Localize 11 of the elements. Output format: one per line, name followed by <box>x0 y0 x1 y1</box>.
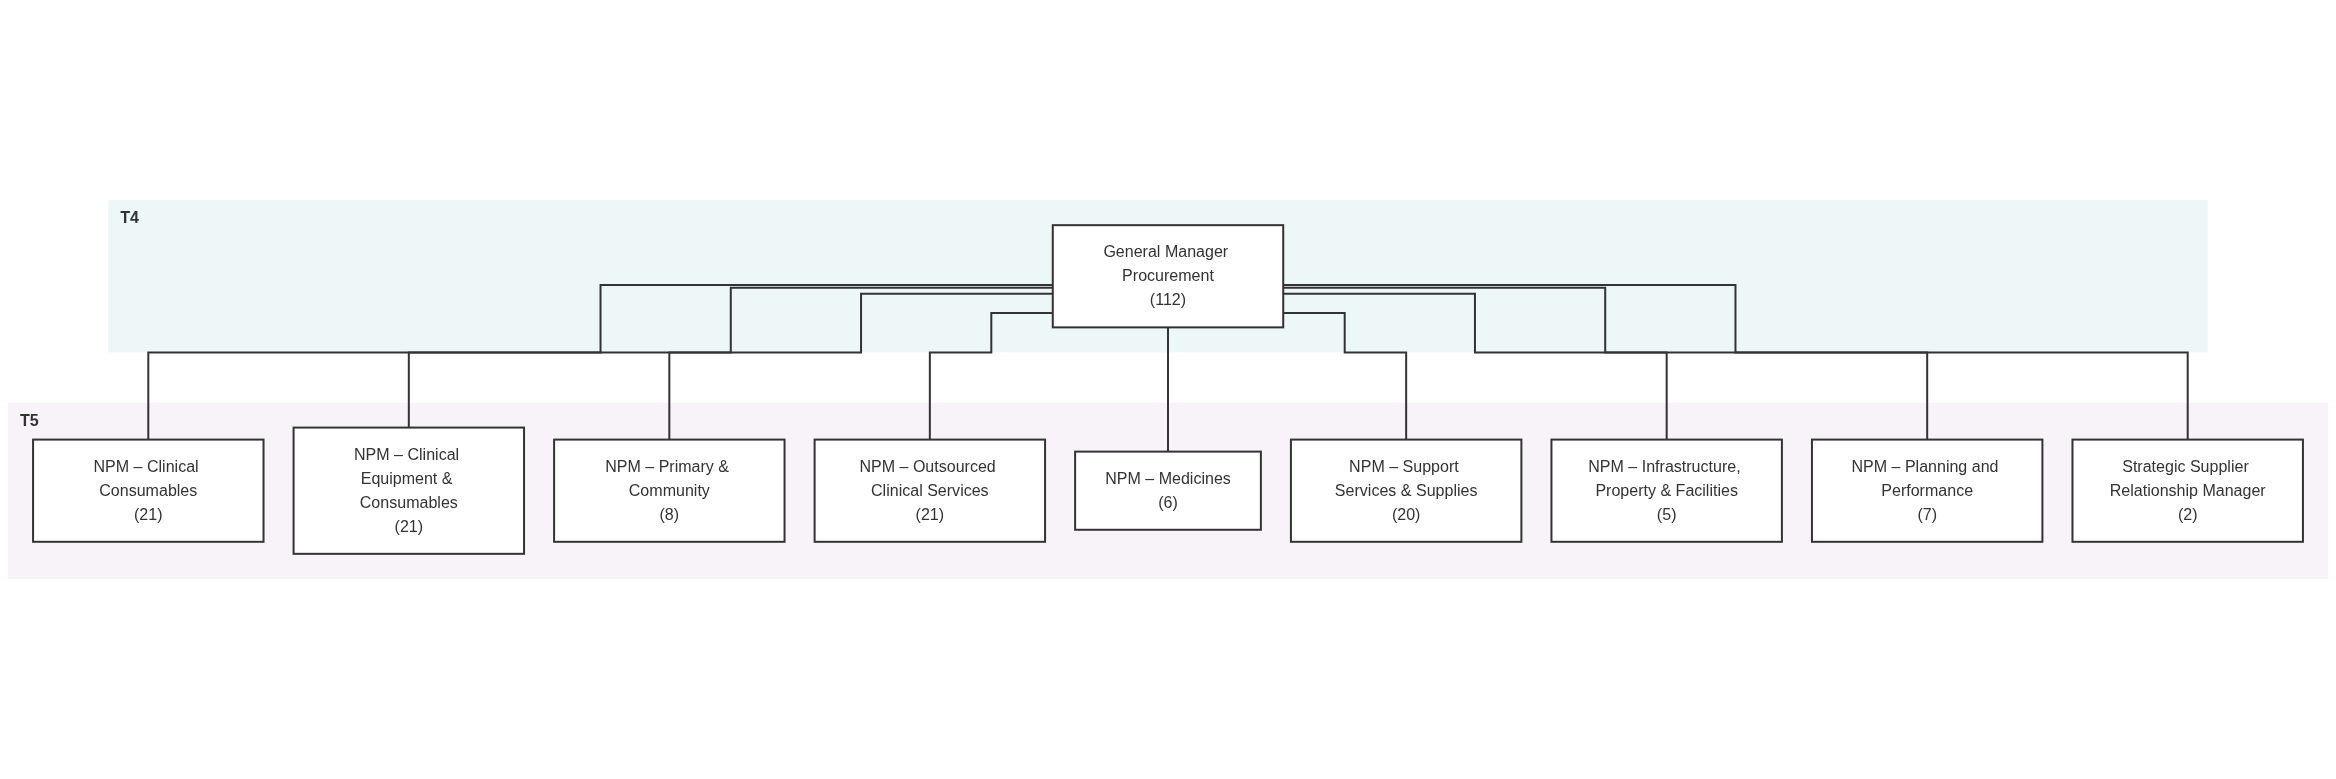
node-box: NPM – Planning and Performance (7) <box>1810 438 2044 543</box>
node-box: NPM – Infrastructure, Property & Facilities (5) <box>1550 438 1783 543</box>
connector <box>1167 326 1169 453</box>
node-box: General Manager Procurement (112) <box>1051 224 1285 329</box>
node-box: NPM – Clinical Consumables (21) <box>32 438 265 543</box>
node-box: NPM – Primary & Community (8) <box>553 438 786 543</box>
node-box: NPM – Support Services & Supplies (20) <box>1289 438 1523 543</box>
node-box: NPM – Clinical Equipment & Consumables (21) <box>292 426 526 555</box>
node-box: Strategic Supplier Relationship Manager (2) <box>2071 438 2304 543</box>
node-box: NPM – Outsourced Clinical Services (21) <box>813 438 1047 543</box>
node-box: NPM – Medicines (6) <box>1074 450 1262 531</box>
